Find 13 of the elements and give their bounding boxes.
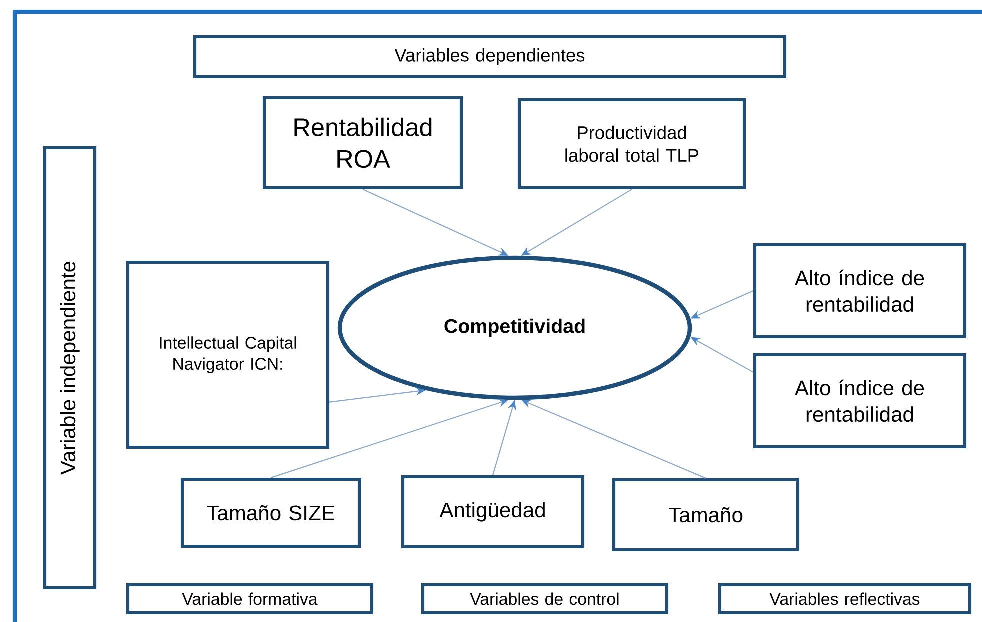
variable-box: Variables de control [421, 583, 669, 615]
variable-box: Alto índice de rentabilidad [753, 243, 967, 339]
variable-box: Alto índice de rentabilidad [753, 353, 967, 449]
variable-box: Variable independiente [43, 146, 97, 590]
variable-box: Productividad laboral total TLP [518, 98, 746, 190]
variable-box: Variable formativa [126, 583, 374, 615]
variable-box: Tamaño [612, 478, 800, 552]
variable-box: Variables reflectivas [718, 583, 972, 615]
variable-box: Rentabilidad ROA [262, 96, 464, 190]
variable-box: Tamaño SIZE [180, 478, 362, 548]
variable-box: Variables dependientes [193, 35, 787, 79]
variable-box: Antigüedad [401, 475, 585, 549]
variable-box: Intellectual Capital Navigator ICN: [126, 260, 330, 450]
